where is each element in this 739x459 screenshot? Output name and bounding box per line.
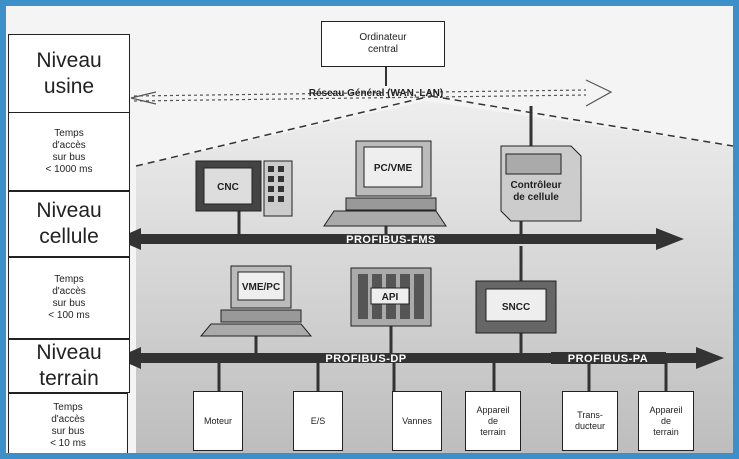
cell-controller: Contrôleur de cellule <box>501 146 581 221</box>
level-cell-line1: Niveau <box>9 198 129 224</box>
access-line: Temps <box>9 402 127 414</box>
node-line: ducteur <box>575 421 605 432</box>
svg-text:API: API <box>382 292 399 303</box>
node-line: de <box>476 416 509 427</box>
node-line: Appareil <box>476 405 509 416</box>
access-time-plant: Temps d'accès sur bus < 1000 ms <box>8 112 130 191</box>
level-cell-line2: cellule <box>9 224 129 250</box>
access-line: d'accès <box>9 140 129 152</box>
field-node-motor: Moteur <box>193 391 243 451</box>
field-node-device-1: Appareil de terrain <box>465 391 521 451</box>
access-line: Temps <box>9 128 129 140</box>
pa-bus-label: PROFIBUS-PA <box>568 353 648 365</box>
svg-text:de cellule: de cellule <box>513 192 559 203</box>
access-line: sur bus <box>9 298 129 310</box>
node-line: terrain <box>649 427 682 438</box>
figure-frame: Réseau Général (WAN, LAN) PROFIBUS-FMS <box>6 6 733 453</box>
node-line: Vannes <box>402 416 432 427</box>
node-line: Trans- <box>575 410 605 421</box>
level-field-line1: Niveau <box>9 340 129 366</box>
access-time-cell: Temps d'accès sur bus < 100 ms <box>8 257 130 339</box>
level-plant: Niveau usine <box>8 34 130 113</box>
svg-text:Contrôleur: Contrôleur <box>510 180 561 191</box>
svg-text:SNCC: SNCC <box>502 302 530 313</box>
field-node-device-2: Appareil de terrain <box>638 391 694 451</box>
cell-bus-label: PROFIBUS-FMS <box>346 234 436 246</box>
access-line: < 10 ms <box>9 438 127 450</box>
access-line: sur bus <box>9 426 127 438</box>
svg-text:PC/VME: PC/VME <box>374 163 413 174</box>
node-line: Moteur <box>204 416 232 427</box>
svg-text:CNC: CNC <box>217 182 239 193</box>
svg-text:VME/PC: VME/PC <box>242 282 280 293</box>
access-line: < 1000 ms <box>9 164 129 176</box>
node-line: terrain <box>476 427 509 438</box>
field-node-io: E/S <box>293 391 343 451</box>
access-line: < 100 ms <box>9 310 129 322</box>
central-line1: Ordinateur <box>322 32 444 44</box>
field-bus-label: PROFIBUS-DP <box>325 353 406 365</box>
access-line: Temps <box>9 274 129 286</box>
level-cell: Niveau cellule <box>8 191 130 257</box>
plant-network-label: Réseau Général (WAN, LAN) <box>309 88 443 99</box>
level-plant-line2: usine <box>9 74 129 100</box>
cnc-terminal: CNC <box>196 161 292 216</box>
node-line: Appareil <box>649 405 682 416</box>
field-node-valves: Vannes <box>392 391 442 451</box>
plc-rack: API <box>351 268 431 326</box>
central-computer: Ordinateur central <box>321 21 445 67</box>
level-plant-line1: Niveau <box>9 48 129 74</box>
access-time-field: Temps d'accès sur bus < 10 ms <box>8 393 128 453</box>
sncc-cabinet: SNCC <box>476 281 556 333</box>
central-line2: central <box>322 44 444 56</box>
access-line: d'accès <box>9 414 127 426</box>
node-line: de <box>649 416 682 427</box>
node-line: E/S <box>311 416 326 427</box>
access-line: sur bus <box>9 152 129 164</box>
field-node-transducer: Trans- ducteur <box>562 391 618 451</box>
level-field-line2: terrain <box>9 366 129 392</box>
access-line: d'accès <box>9 286 129 298</box>
level-field: Niveau terrain <box>8 339 130 393</box>
